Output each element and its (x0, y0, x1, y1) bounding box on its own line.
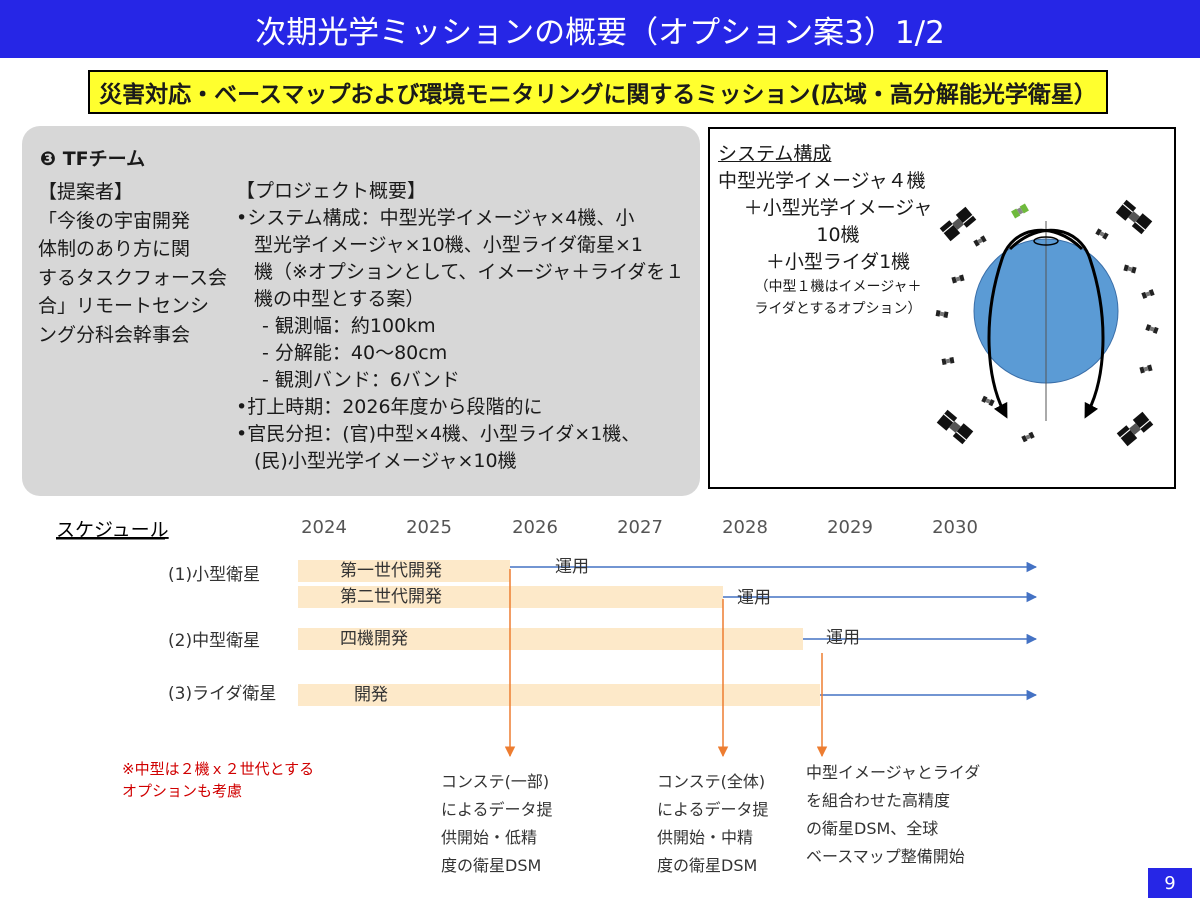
overview-line: (民)小型光学イメージャ×10機 (254, 450, 517, 472)
milestone-text-line: によるデータ提 (441, 800, 553, 819)
milestone-text-line: ベースマップ整備開始 (806, 847, 965, 866)
year-label: 2029 (827, 517, 873, 538)
year-label: 2030 (932, 517, 978, 538)
milestone-text-line: の衛星DSM、全球 (806, 819, 938, 838)
team-panel: ❸ TFチーム 【提案者】 「今後の宇宙開発 体制のあり方に関 するタスクフォー… (22, 126, 700, 496)
proposer-line: ング分科会幹事会 (38, 323, 191, 346)
year-label: 2024 (301, 517, 347, 538)
overview-line: 機（※オプションとして、イメージャ＋ライダを１ (254, 261, 685, 283)
row-label: (1)小型衛星 (168, 565, 260, 585)
schedule-title: スケジュール (56, 519, 169, 541)
phase-label: 四機開発 (340, 629, 408, 649)
proposer-line: 「今後の宇宙開発 (38, 209, 191, 232)
system-line: 中型光学イメージャ４機 (718, 170, 926, 192)
year-label: 2028 (722, 517, 768, 538)
system-note-line: ライダとするオプション） (754, 301, 922, 317)
phase-bar (298, 628, 803, 650)
project-overview: 【プロジェクト概要】 •システム構成：中型光学イメージャ×4機、小 型光学イメー… (236, 178, 706, 475)
milestone-text-line: 度の衛星DSM (657, 856, 757, 875)
page-number: 9 (1148, 868, 1192, 898)
overview-line: - 分解能：40～80cm (262, 342, 448, 364)
overview-heading: 【プロジェクト概要】 (236, 180, 427, 202)
slide-title: 次期光学ミッションの概要（オプション案3）1/2 (0, 0, 1200, 58)
proposer-line: するタスクフォース会 (38, 266, 228, 289)
milestone-text-line: によるデータ提 (657, 800, 769, 819)
orbit-path-2 (987, 228, 1084, 419)
overview-line: 型光学イメージャ×10機、小型ライダ衛星×1 (254, 234, 644, 256)
system-note-line: （中型１機はイメージャ＋ (754, 279, 922, 295)
milestone-text-line: 供開始・中精 (657, 828, 753, 847)
satellite-icon (1011, 203, 1029, 219)
schedule-note-line: ※中型は２機ｘ２世代とする (122, 760, 314, 778)
phase-bar (298, 684, 820, 706)
proposer-line: 合」リモートセンシ (38, 295, 210, 317)
milestone-text-line: コンステ(一部) (441, 772, 549, 791)
milestone-text-line: コンステ(全体) (657, 772, 765, 791)
overview-line: •官民分担：(官)中型×4機、小型ライダ×1機、 (236, 423, 641, 445)
phase-label: 第一世代開発 (340, 561, 442, 581)
overview-line: •システム構成：中型光学イメージャ×4機、小 (236, 207, 635, 229)
year-label: 2025 (406, 517, 452, 538)
year-label: 2027 (617, 517, 663, 538)
phase-bar (298, 560, 510, 582)
year-label: 2026 (512, 517, 558, 538)
system-configuration-text: システム構成 中型光学イメージャ４機 ＋小型光学イメージャ 10機 ＋小型ライダ… (718, 141, 958, 320)
phase-label: 第二世代開発 (340, 587, 442, 607)
milestone-text-line: を組合わせた高精度 (806, 791, 950, 810)
overview-line: - 観測幅：約100km (262, 315, 436, 337)
milestone-text-line: 度の衛星DSM (441, 856, 541, 875)
milestone-text-line: 供開始・低精 (441, 828, 537, 847)
schedule-note-line: オプションも考慮 (122, 782, 242, 800)
proposer-block: 【提案者】 「今後の宇宙開発 体制のあり方に関 するタスクフォース会 合」リモー… (38, 178, 248, 349)
system-configuration-box: システム構成 中型光学イメージャ４機 ＋小型光学イメージャ 10機 ＋小型ライダ… (708, 127, 1176, 489)
overview-line: •打上時期：2026年度から段階的に (236, 396, 543, 418)
overview-line: 機の中型とする案） (254, 288, 425, 310)
phase-label: 開発 (354, 685, 388, 705)
row-label: (2)中型衛星 (168, 631, 260, 651)
system-line: 10機 (816, 224, 860, 246)
system-heading: システム構成 (718, 143, 832, 165)
system-line: ＋小型ライダ1機 (765, 251, 911, 273)
system-line: ＋小型光学イメージャ (743, 197, 933, 219)
operation-label: 運用 (826, 628, 860, 648)
operation-label: 運用 (555, 557, 589, 577)
overview-line: - 観測バンド：6バンド (262, 369, 460, 391)
milestone-text-line: 中型イメージャとライダ (806, 763, 980, 782)
constellation-diagram (935, 199, 1159, 447)
proposer-line: 【提案者】 (38, 181, 134, 203)
team-title: ❸ TFチーム (40, 148, 146, 170)
spin-ring (1033, 236, 1059, 246)
mission-banner: 災害対応・ベースマップおよび環境モニタリングに関するミッション(広域・高分解能光… (88, 70, 1108, 114)
proposer-line: 体制のあり方に関 (38, 238, 191, 260)
operation-label: 運用 (737, 588, 771, 608)
row-label: (3)ライダ衛星 (168, 684, 276, 704)
